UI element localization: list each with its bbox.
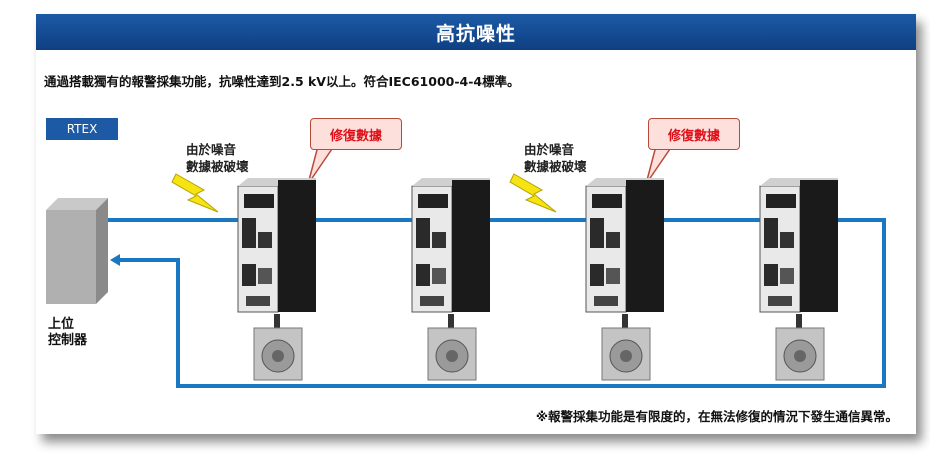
- servo-driver-3: [585, 178, 664, 313]
- lightning-icon: [509, 173, 557, 213]
- noise-label-1: 由於噪音 數據被破壞: [186, 141, 249, 175]
- callout-repair-1: 修復數據: [310, 118, 402, 150]
- lightning-icon: [171, 173, 219, 213]
- noise-label-line2: 數據被破壞: [524, 159, 587, 174]
- servo-driver-2: [411, 178, 490, 313]
- footnote-text: ※報警採集功能是有限度的，在無法修復的情況下發生通信異常。: [535, 409, 898, 424]
- host-label-line1: 上位: [48, 317, 75, 332]
- network-lines: [46, 145, 886, 388]
- arrow-head-return: [110, 254, 120, 266]
- noise-label-2: 由於噪音 數據被破壞: [524, 141, 587, 175]
- host-controller-icon: [46, 198, 108, 304]
- noise-label-line1: 由於噪音: [524, 142, 575, 157]
- noise-label-line1: 由於噪音: [186, 142, 237, 157]
- servo-motor-1: [253, 314, 303, 381]
- servo-motor-2: [427, 314, 477, 381]
- banner-title: 高抗噪性: [36, 14, 916, 50]
- description-text: 通過搭載獨有的報警採集功能，抗噪性達到2.5 kV以上。符合IEC61000-4…: [44, 74, 520, 89]
- servo-driver-1: [237, 178, 316, 313]
- servo-driver-4: [759, 178, 838, 313]
- host-label-line2: 控制器: [48, 333, 88, 348]
- noise-label-line2: 數據被破壞: [186, 159, 249, 174]
- rtex-tag: RTEX: [46, 118, 118, 140]
- callout-repair-2: 修復數據: [648, 118, 740, 150]
- servo-motor-4: [775, 314, 825, 381]
- return-loop: [118, 218, 886, 388]
- servo-motor-3: [601, 314, 651, 381]
- host-controller-label: 上位 控制器: [48, 317, 87, 349]
- feature-card: 高抗噪性 通過搭載獨有的報警採集功能，抗噪性達到2.5 kV以上。符合IEC61…: [36, 14, 916, 434]
